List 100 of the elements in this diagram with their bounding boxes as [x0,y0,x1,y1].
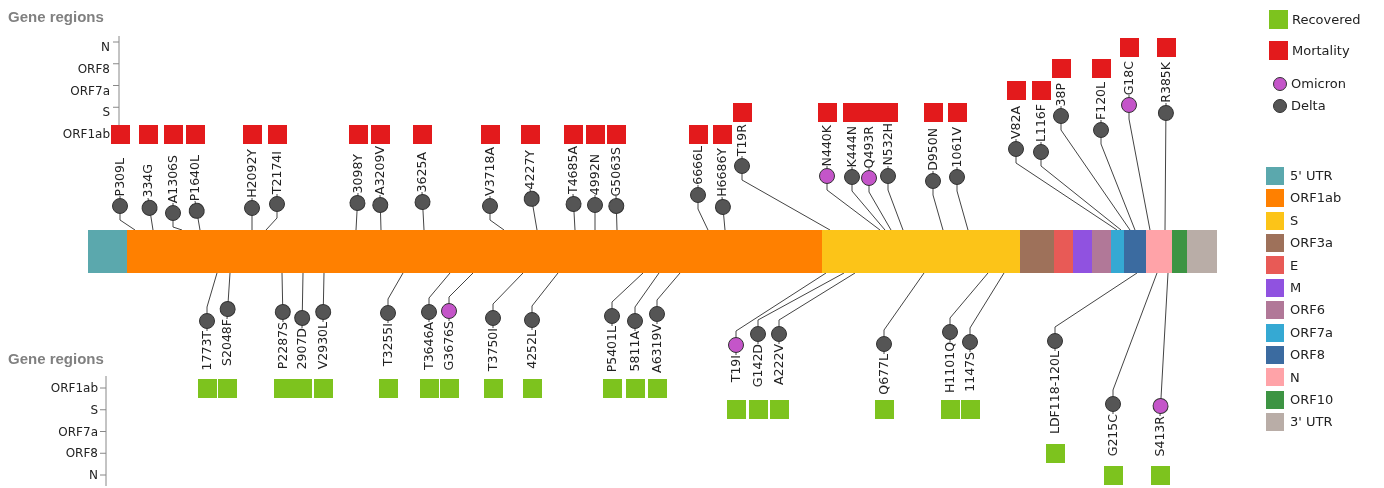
mutation-label: P1640L [188,154,202,201]
mutation-label: G215C [1106,414,1120,457]
mutation-label: N532H [881,123,895,166]
mutation-label: 334G [141,164,155,198]
axis-tick-label: S [102,105,110,120]
mutation-label: 4992N [588,153,602,195]
leader-line [962,272,1005,353]
genome-segment [1146,230,1172,273]
mutation-label: V3718A [483,147,497,196]
leader-line [1121,94,1151,231]
mutation-label: 5811A [628,331,642,372]
mutation-label: 4252L [525,330,539,369]
leader-line [844,166,886,231]
mutation-label: T2174I [270,150,284,194]
legend-label: ORF3a [1290,234,1333,253]
legend-label: Mortality [1292,42,1350,60]
leader-line [414,191,431,231]
leader-line [949,166,969,231]
leader-line [1033,141,1122,231]
mutation-label: T3750I [486,328,500,372]
leader-line [294,272,311,329]
genome-segment [1187,230,1217,273]
mutation-label: D950N [926,128,940,171]
legend-label: ORF1ab [1290,189,1342,208]
mutation-label: A1306S [166,154,180,203]
mutation-label: 38P [1054,82,1068,106]
mutation-label: G18C [1122,60,1136,95]
leader-line [925,170,944,231]
leader-line [1047,272,1138,352]
leader-line [380,272,404,324]
mutation-label: 1147S [963,352,977,392]
leader-line [565,193,582,231]
mutation-label: H6686Y [715,148,729,197]
legend-label: 3' UTR [1290,413,1333,432]
genome-segment [1111,230,1124,273]
leader-line [771,272,856,345]
leader-line [604,272,644,327]
mutation-label: 3098Y [351,153,365,193]
leader-line [627,272,660,332]
leader-line [861,167,892,231]
leader-line [244,197,260,231]
leader-line [750,272,845,345]
leader-line [1157,102,1174,231]
mutation-label: H1101Q [943,342,957,394]
mutation-label: P5401L [605,326,619,373]
leader-line [165,202,183,231]
axis-title: Gene regions [8,7,104,27]
mutation-label: T19R [735,123,749,156]
mutation-label: 2907D [295,328,309,370]
genome-segment [1020,230,1054,273]
genome-segment [1172,230,1187,273]
legend-label: M [1290,279,1302,297]
mutation-label: G5063S [609,146,623,196]
mutation-label: V82A [1009,106,1023,139]
leader-line [372,194,389,231]
mutation-label: P2287S [276,322,290,370]
leader-line [587,194,603,231]
axis-title: Gene regions [8,349,104,369]
legend-label: Recovered [1292,11,1361,29]
axis-tick-label: N [89,468,98,482]
leader-line [482,195,505,231]
mutation-label: 4227Y [523,149,537,189]
leader-line [265,193,285,231]
mutation-label: G142D [751,344,765,388]
axis-tick-label: S [90,402,98,417]
genome-segment [1092,230,1111,273]
genome-segment [822,230,1020,273]
leader-line [1093,119,1136,231]
genome-segment [1054,230,1073,273]
mutation-label: S413R [1153,416,1167,457]
leader-line [524,272,559,331]
mutation-label: 1061V [950,126,964,167]
mutation-label: A222V [772,344,786,385]
mutation-label: T3255I [381,323,395,367]
legend-label: Omicron [1291,75,1346,93]
leader-line [485,272,524,329]
leader-line [1053,105,1131,231]
leader-line [315,272,332,323]
legend-label: 5' UTR [1290,167,1333,185]
leader-line [714,196,731,231]
legend-label: ORF6 [1290,301,1325,320]
mutation-label: P309L [113,157,127,196]
mutation-label: A3209V [373,146,387,195]
leader-line [1152,272,1169,417]
leader-line [112,195,136,231]
leader-line [608,195,625,231]
leader-line [942,272,989,343]
legend-label: N [1290,368,1300,387]
leader-line [199,272,218,332]
mutation-label: T4685A [566,146,580,194]
mutation-label: A6319V [650,324,664,373]
genome-segment [1073,230,1092,273]
leader-line [188,200,205,231]
leader-line [141,197,158,231]
leader-line [734,155,831,231]
leader-line [523,188,540,231]
mutation-label: LDF118-120L [1048,351,1062,434]
leader-line [880,165,904,231]
mutation-label: R385K [1159,62,1173,103]
mutation-label: K444N [845,125,859,167]
